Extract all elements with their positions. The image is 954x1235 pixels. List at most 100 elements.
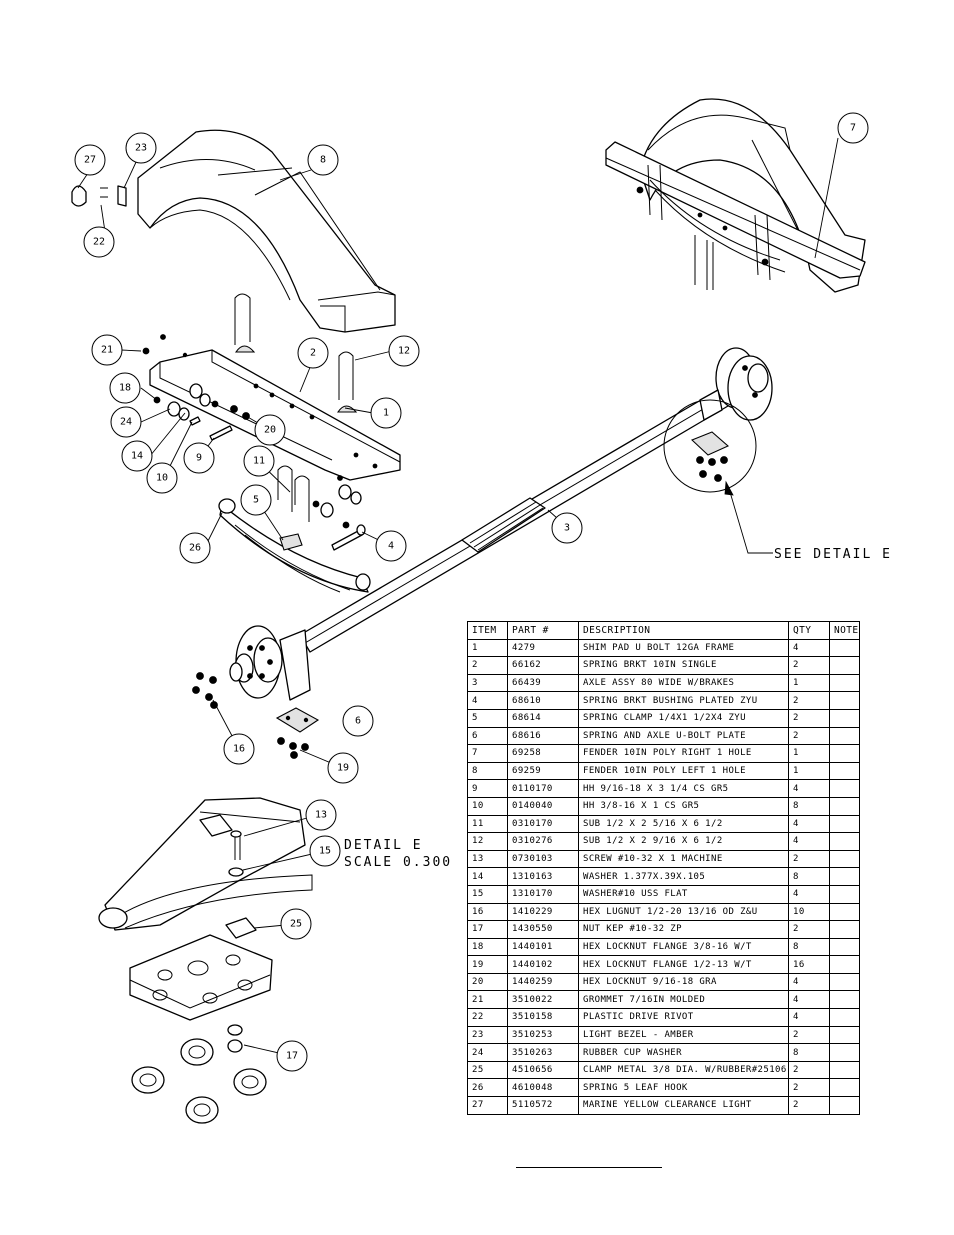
bom-cell-part: 1410229 [507,902,579,922]
bom-cell-description: GROMMET 7/16IN MOLDED [578,990,789,1010]
bom-cell-note [829,920,860,939]
bom-cell-qty: 10 [788,902,830,922]
left-fender [137,129,396,333]
balloon-21: 21 [91,334,123,366]
svg-text:25: 25 [290,919,302,930]
bom-cell-description: LIGHT BEZEL - AMBER [578,1025,789,1045]
bom-cell-qty: 4 [788,814,830,834]
item-balloons: 27 23 22 8 7 21 2 12 1 18 24 20 14 9 11 … [74,112,869,1072]
bom-cell-note [829,761,860,781]
u-bolts [234,293,358,522]
balloon-17: 17 [276,1040,308,1072]
balloon-6: 6 [342,705,374,737]
bom-cell-item: 8 [467,761,508,781]
bom-cell-item: 4 [467,691,508,710]
bom-cell-note [829,867,860,886]
bom-cell-description: HH 3/8-16 X 1 CS GR5 [578,796,789,816]
balloon-13: 13 [305,799,337,831]
balloon-27: 27 [74,144,106,176]
bom-cell-part: 1440101 [507,937,579,957]
bom-cell-note [829,849,860,869]
bom-cell-qty: 2 [788,849,830,869]
svg-text:23: 23 [135,143,147,154]
bom-cell-item: 15 [467,884,508,904]
svg-text:18: 18 [119,383,131,394]
bom-cell-item: 26 [467,1078,508,1098]
bom-cell-description: MARINE YELLOW CLEARANCE LIGHT [578,1096,789,1115]
bom-header-row: ITEM PART # DESCRIPTION QTY NOTE [467,621,860,640]
bom-cell-item: 5 [467,708,508,728]
bom-cell-description: RUBBER CUP WASHER [578,1043,789,1062]
bom-cell-qty: 1 [788,673,830,693]
bom-cell-description: NUT KEP #10-32 ZP [578,920,789,939]
hardware-frame-left [142,334,250,441]
bom-cell-part: 1430550 [507,920,579,939]
bom-cell-note [829,796,860,816]
bom-cell-note [829,1008,860,1027]
bom-cell-description: SPRING CLAMP 1/4X1 1/2X4 ZYU [578,708,789,728]
hardware-frame-right [312,475,366,551]
balloon-8: 8 [307,144,339,176]
svg-text:15: 15 [319,846,331,857]
svg-text:12: 12 [398,346,410,357]
bom-cell-note [829,1096,860,1115]
bom-cell-part: 4510656 [507,1060,579,1080]
bom-cell-part: 4610048 [507,1078,579,1098]
svg-text:16: 16 [233,744,245,755]
bom-cell-note [829,779,860,798]
detail-e-drawing [98,797,313,1124]
bom-cell-item: 22 [467,1008,508,1027]
bom-cell-part: 1310163 [507,867,579,886]
bom-cell-qty: 2 [788,691,830,710]
bom-cell-description: FENDER 10IN POLY LEFT 1 HOLE [578,761,789,781]
bom-cell-note [829,691,860,710]
bom-cell-item: 23 [467,1025,508,1045]
detail-title: DETAIL E [344,838,423,853]
footer-rule [516,1167,662,1168]
col-item: ITEM [467,621,508,640]
bom-cell-qty: 2 [788,1078,830,1098]
bom-cell-qty: 2 [788,726,830,746]
balloon-2: 2 [297,337,329,369]
balloon-18: 18 [109,372,141,404]
bom-cell-item: 6 [467,726,508,746]
bom-cell-item: 17 [467,920,508,939]
detail-scale: SCALE 0.300 [344,855,452,870]
balloon-5: 5 [240,484,272,516]
bom-cell-note [829,955,860,974]
bom-cell-part: 0140040 [507,796,579,816]
bom-cell-description: SPRING BRKT BUSHING PLATED ZYU [578,691,789,710]
bom-cell-item: 27 [467,1096,508,1115]
svg-text:17: 17 [286,1051,298,1062]
bom-cell-part: 3510263 [507,1043,579,1062]
svg-text:3: 3 [564,523,570,534]
bom-cell-description: SHIM PAD U BOLT 12GA FRAME [578,638,789,658]
bom-cell-description: HEX LOCKNUT FLANGE 3/8-16 W/T [578,937,789,957]
bom-cell-qty: 8 [788,1043,830,1062]
bom-cell-qty: 4 [788,972,830,992]
bom-cell-note [829,1025,860,1045]
bom-cell-description: SCREW #10-32 X 1 MACHINE [578,849,789,869]
bom-cell-qty: 4 [788,832,830,851]
bom-cell-qty: 8 [788,937,830,957]
svg-text:19: 19 [337,763,349,774]
svg-text:13: 13 [315,810,327,821]
bom-cell-qty: 1 [788,744,830,763]
svg-text:5: 5 [253,495,259,506]
bom-cell-item: 9 [467,779,508,798]
bom-cell-part: 3510158 [507,1008,579,1027]
